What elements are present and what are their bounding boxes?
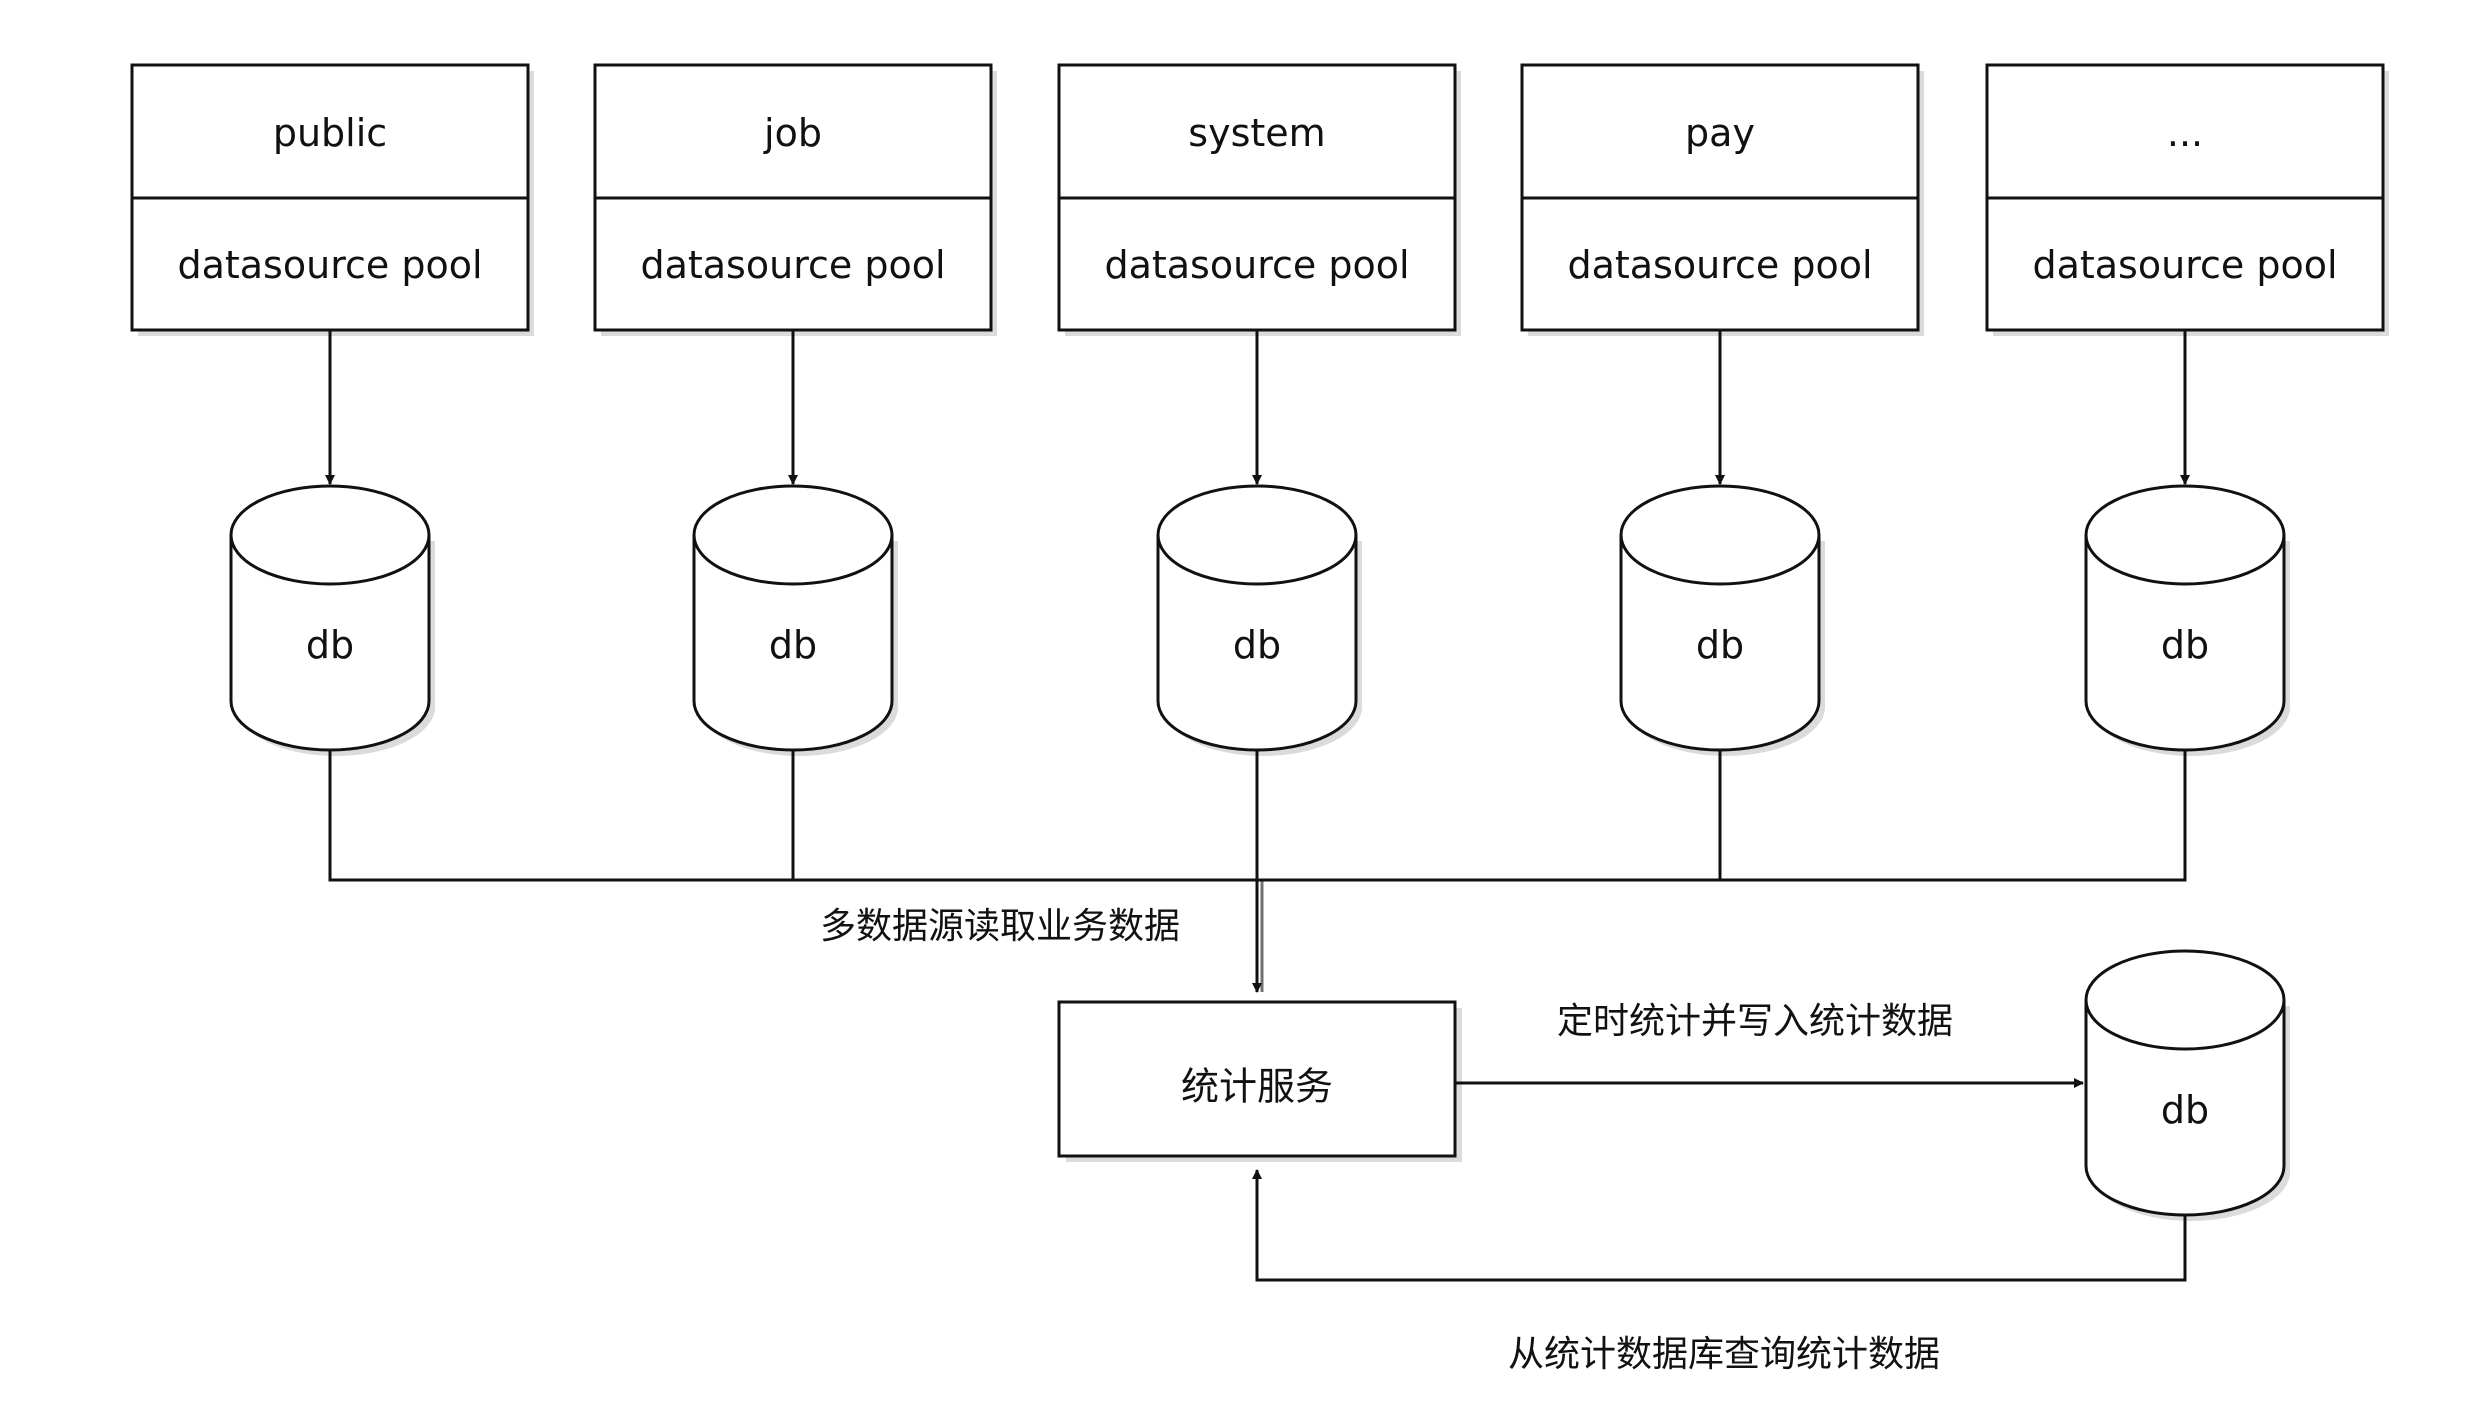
datasource-pool-label: datasource pool <box>1104 243 1409 287</box>
service-db[interactable]: db <box>1156 484 1362 756</box>
service-columns: public datasource pool db job datasource poo… <box>130 63 2385 756</box>
service-column: system datasource pool db <box>1057 63 1457 756</box>
datasource-pool-label: datasource pool <box>1567 243 1872 287</box>
service-box[interactable]: system datasource pool <box>1057 63 1457 332</box>
service-box[interactable]: job datasource pool <box>593 63 993 332</box>
cylinder-body <box>2084 484 2286 752</box>
db-label: db <box>1696 623 1744 667</box>
service-box[interactable]: ... datasource pool <box>1985 63 2385 332</box>
service-db[interactable]: db <box>1619 484 1825 756</box>
service-name: public <box>273 111 387 155</box>
db-label: db <box>2161 623 2209 667</box>
db-label: db <box>306 623 354 667</box>
service-box[interactable]: public datasource pool <box>130 63 530 332</box>
service-column: pay datasource pool db <box>1520 63 1920 756</box>
cylinder-body <box>229 484 431 752</box>
cylinder-rim <box>1156 534 1358 586</box>
service-name: job <box>763 111 822 155</box>
stats-db[interactable]: db <box>2084 949 2290 1221</box>
service-db[interactable]: db <box>2084 484 2290 756</box>
cylinder-rim <box>2084 534 2286 586</box>
cylinder-rim <box>2084 999 2286 1051</box>
cylinder-body <box>1619 484 1821 752</box>
service-name: pay <box>1685 111 1755 155</box>
cylinder-rim <box>1619 534 1821 586</box>
service-name: ... <box>2167 111 2203 155</box>
cylinder-rim <box>692 534 894 586</box>
datasource-pool-label: datasource pool <box>640 243 945 287</box>
service-db[interactable]: db <box>692 484 898 756</box>
cylinder-body <box>2084 949 2286 1217</box>
service-name: system <box>1188 111 1325 155</box>
query-arrow <box>1252 1169 2187 1282</box>
datasource-pool-label: datasource pool <box>177 243 482 287</box>
db-label: db <box>2161 1088 2209 1132</box>
write-label: 定时统计并写入统计数据 <box>1557 1001 1953 1042</box>
service-column: ... datasource pool db <box>1985 63 2385 756</box>
service-column: job datasource pool db <box>593 63 993 756</box>
stats-service-box[interactable]: 统计服务 <box>1057 1000 1462 1162</box>
service-db[interactable]: db <box>229 484 435 756</box>
db-bus-connector <box>328 750 2187 993</box>
db-label: db <box>1233 623 1281 667</box>
cylinder-body <box>1156 484 1358 752</box>
db-label: db <box>769 623 817 667</box>
service-column: public datasource pool db <box>130 63 530 756</box>
cylinder-rim <box>229 534 431 586</box>
multi-read-label: 多数据源读取业务数据 <box>820 906 1180 947</box>
service-box[interactable]: pay datasource pool <box>1520 63 1920 332</box>
datasource-pool-label: datasource pool <box>2032 243 2337 287</box>
cylinder-body <box>692 484 894 752</box>
stats-db-cylinder[interactable]: db <box>2084 949 2290 1221</box>
stats-service-label: 统计服务 <box>1181 1065 1333 1109</box>
query-label: 从统计数据库查询统计数据 <box>1508 1334 1940 1375</box>
